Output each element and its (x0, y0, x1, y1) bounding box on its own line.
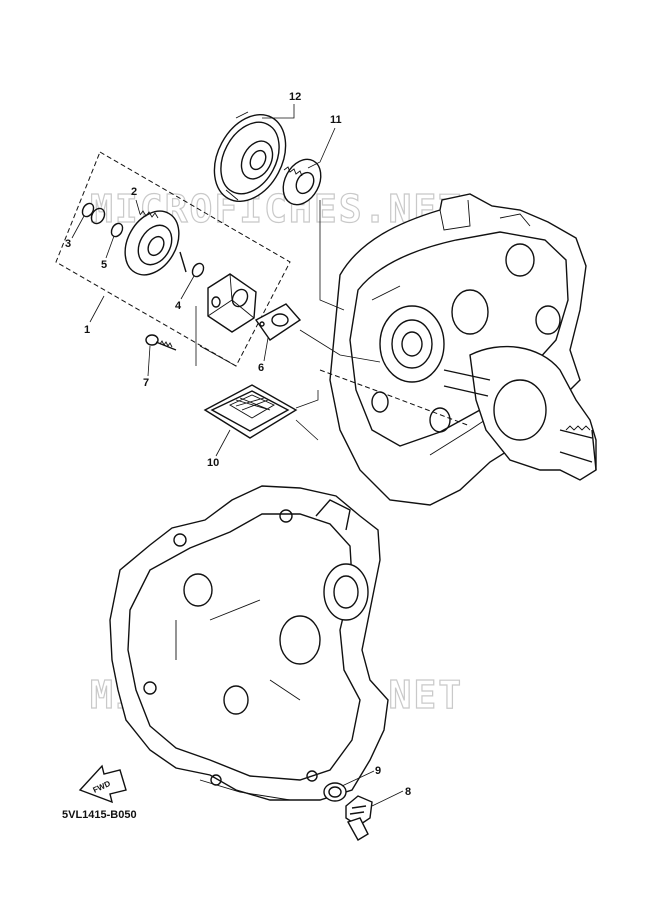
assembly-guide-line-2 (299, 329, 381, 363)
pump-body[interactable] (207, 273, 257, 333)
part-4-oring[interactable] (190, 261, 206, 278)
callout-7[interactable]: 7 (143, 377, 149, 389)
part-11-drive-gear[interactable] (276, 153, 329, 211)
part-8-drain-plug[interactable] (345, 795, 373, 841)
part-2-pump-rotor[interactable] (114, 202, 190, 285)
fwd-arrow-icon: FWD (78, 764, 127, 804)
part-7-bolt[interactable] (145, 334, 177, 351)
part-9-gasket[interactable] (323, 782, 347, 802)
part-5-washer[interactable] (109, 221, 125, 238)
callouts: 12 11 2 3 5 4 1 7 6 10 9 8 (65, 91, 411, 807)
part-3-pin[interactable] (80, 201, 107, 225)
callout-10[interactable]: 10 (207, 457, 219, 469)
callout-11[interactable]: 11 (330, 114, 342, 126)
callout-4[interactable]: 4 (175, 300, 182, 312)
part-6-gasket[interactable] (254, 303, 302, 341)
callout-9[interactable]: 9 (375, 765, 381, 777)
callout-2[interactable]: 2 (131, 186, 137, 198)
diagram-code: 5VL1415-B050 (62, 809, 137, 821)
left-crankcase (109, 485, 389, 801)
callout-12[interactable]: 12 (289, 91, 301, 103)
part-12-gear[interactable] (200, 102, 300, 213)
callout-3[interactable]: 3 (65, 238, 71, 250)
part-10-oil-strainer[interactable] (203, 384, 298, 439)
assembly-guide-line-1 (319, 200, 345, 311)
callout-5[interactable]: 5 (101, 259, 107, 271)
part-9-gasket-inner (328, 786, 342, 798)
callout-1[interactable]: 1 (84, 324, 90, 336)
crankshaft (443, 345, 597, 481)
callout-8[interactable]: 8 (405, 786, 411, 798)
assembly-guide-line-3 (295, 390, 319, 441)
pump-dowel-pin[interactable] (179, 251, 187, 273)
assembly-guide-line-4 (195, 306, 237, 367)
assembly-guide-dash (319, 369, 471, 427)
callout-6[interactable]: 6 (258, 362, 264, 374)
